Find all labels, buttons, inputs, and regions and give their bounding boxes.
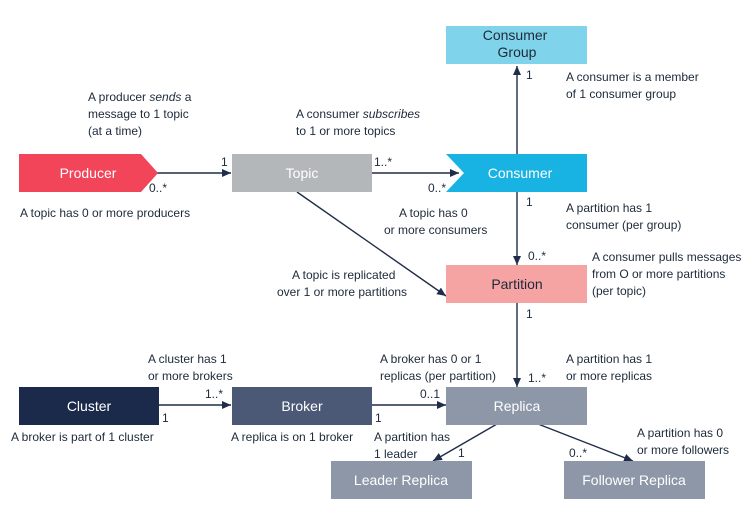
- note-broker-replicas: A broker has 0 or 1 replicas (per partit…: [380, 352, 496, 383]
- consumer-shape: [446, 154, 587, 192]
- leader-replica-shape: [331, 461, 472, 499]
- mult-topic-consumer-src: 1..*: [374, 155, 392, 169]
- consumer-label: Consumer: [488, 165, 553, 181]
- follower-replica-box: Follower Replica: [564, 461, 705, 499]
- replica-shape: [446, 387, 587, 425]
- topic-shape: [232, 154, 372, 192]
- mult-cg-consumer: 1: [526, 68, 533, 82]
- leader-replica-box: Leader Replica: [331, 461, 472, 499]
- note-producer-sends: A producer sends a message to 1 topic (a…: [88, 90, 195, 138]
- mult-consumer-partition-dst: 0..*: [528, 249, 546, 263]
- cluster-shape: [19, 387, 159, 425]
- topic-box: Topic: [232, 154, 372, 192]
- follower-replica-shape: [564, 461, 705, 499]
- note-topic-producers: A topic has 0 or more producers: [20, 206, 190, 220]
- mult-topic-consumer-dst: 0..*: [428, 181, 446, 195]
- leader-replica-label: Leader Replica: [354, 472, 448, 488]
- follower-replica-label: Follower Replica: [582, 472, 686, 488]
- edge-replica-to-leader: [432, 423, 498, 462]
- note-broker-cluster: A broker is part of 1 cluster: [11, 430, 154, 444]
- note-partition-replicas: A partition has 1 or more replicas: [566, 352, 655, 383]
- note-consumer-subscribes: A consumer subscribes to 1 or more topic…: [296, 107, 423, 138]
- notes: A producer sends a message to 1 topic (a…: [11, 70, 745, 461]
- note-topic-consumers: A topic has 0 or more consumers: [384, 206, 487, 237]
- cluster-box: Cluster: [19, 387, 159, 425]
- edges: [156, 66, 634, 462]
- partition-box: Partition: [446, 265, 587, 303]
- mult-partition-replica-src: 1: [526, 307, 533, 321]
- producer-label: Producer: [60, 165, 117, 181]
- multiplicities: 1 0..* 1 1..* 0..* 1 0..* 1 1..* 1 1..* …: [149, 68, 587, 460]
- mult-producer-topic-dst: 1: [221, 155, 228, 169]
- mult-consumer-partition-src: 1: [526, 195, 533, 209]
- broker-label: Broker: [281, 398, 323, 414]
- edge-topic-to-partition: [296, 191, 447, 297]
- consumer-box: Consumer: [446, 154, 587, 192]
- cluster-label: Cluster: [67, 398, 112, 414]
- broker-shape: [232, 387, 372, 425]
- producer-box: Producer: [19, 154, 158, 192]
- note-partition-leader: A partition has 1 leader: [374, 430, 453, 461]
- replica-label: Replica: [494, 398, 541, 414]
- replica-box: Replica: [446, 387, 587, 425]
- boxes: Consumer Group Producer Topic Consumer P…: [19, 26, 705, 499]
- edge-replica-to-follower: [537, 423, 634, 462]
- partition-label: Partition: [491, 276, 542, 292]
- mult-broker-replica-src: 1: [375, 411, 382, 425]
- note-cluster-brokers: A cluster has 1 or more brokers: [148, 352, 233, 383]
- note-replica-broker: A replica is on 1 broker: [231, 430, 353, 444]
- partition-shape: [446, 265, 587, 303]
- note-partition-consumer: A partition has 1 consumer (per group): [566, 201, 681, 232]
- consumer-group-label: Consumer Group: [483, 27, 551, 60]
- consumer-group-shape: [446, 26, 587, 64]
- note-partition-followers: A partition has 0 or more followers: [637, 426, 729, 457]
- mult-partition-replica-dst: 1..*: [528, 371, 546, 385]
- note-topic-replicated: A topic is replicated over 1 or more par…: [277, 268, 407, 299]
- note-consumer-pulls: A consumer pulls messages from O or more…: [592, 250, 745, 298]
- mult-replica-leader: 1: [458, 446, 465, 460]
- mult-replica-follower: 0..*: [569, 446, 587, 460]
- consumer-group-box: Consumer Group: [446, 26, 587, 64]
- topic-label: Topic: [286, 165, 319, 181]
- producer-shape: [19, 154, 158, 192]
- mult-cluster-broker-src: 1: [162, 411, 169, 425]
- mult-producer-topic-src: 0..*: [149, 181, 167, 195]
- note-consumer-member: A consumer is a member of 1 consumer gro…: [566, 70, 702, 101]
- mult-cluster-broker-dst: 1..*: [205, 387, 223, 401]
- broker-box: Broker: [232, 387, 372, 425]
- mult-broker-replica-dst: 0..1: [420, 387, 440, 401]
